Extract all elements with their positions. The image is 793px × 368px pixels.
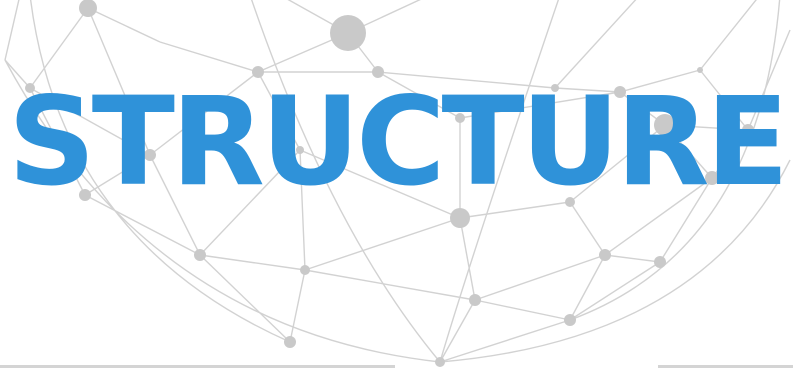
- divider-left: [0, 365, 395, 368]
- divider-right: [658, 365, 793, 368]
- network-nodes: [25, 0, 754, 367]
- page-title: STRUCTURE: [7, 71, 789, 213]
